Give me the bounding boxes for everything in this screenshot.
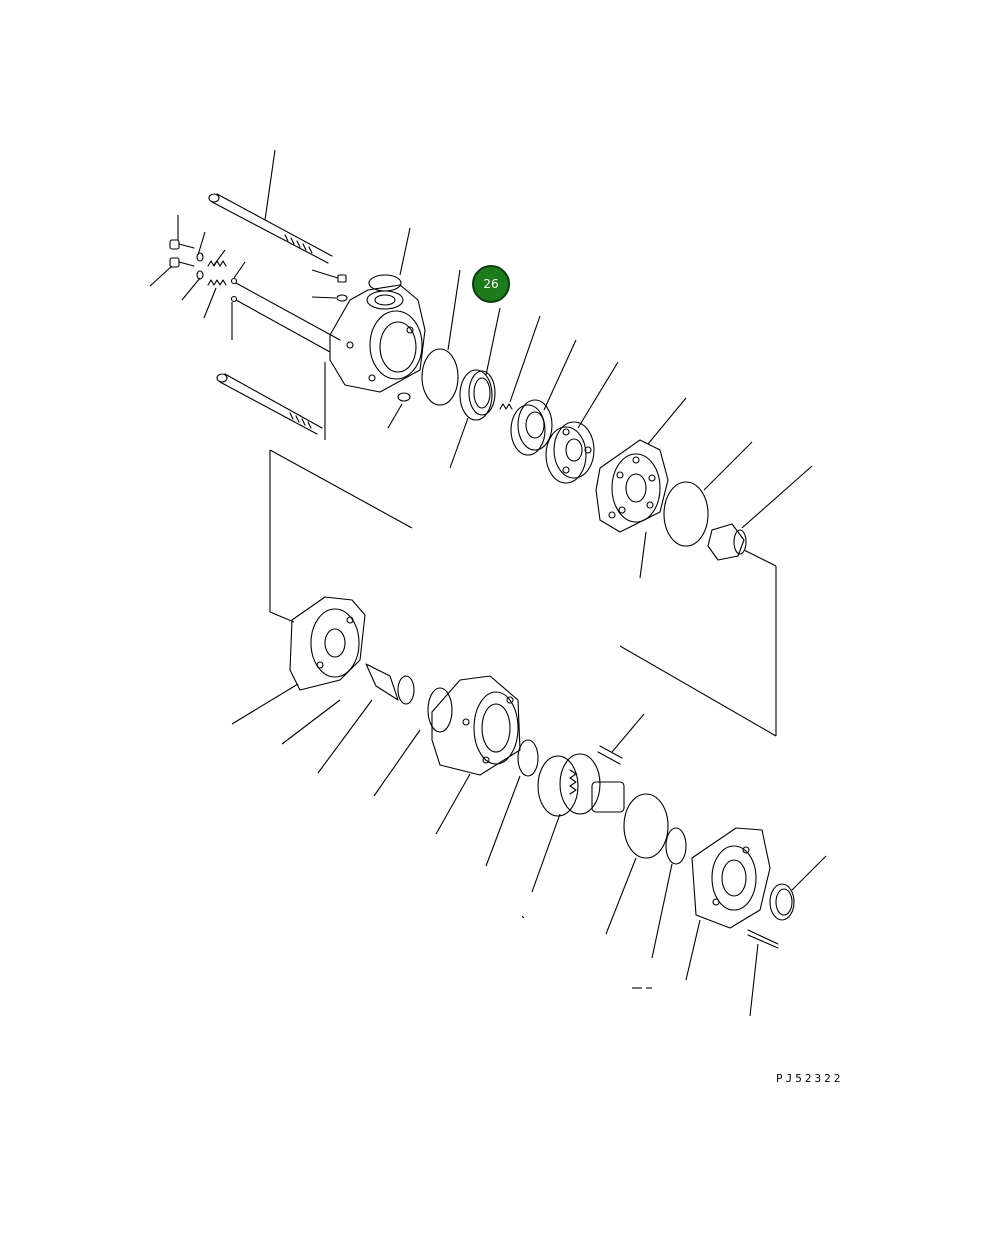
rotor [545,421,595,484]
o-ring-lower [427,687,453,733]
rear-cover [691,827,771,929]
callout-part-26[interactable]: 26 [472,265,510,303]
port-plate-upper [595,439,669,533]
small-spring [499,403,513,410]
plugs [336,274,411,402]
port-plate-lower [289,596,366,691]
front-housing [329,274,426,393]
gear-housing [431,675,521,776]
oil-seal [769,883,795,921]
bearing [459,369,496,421]
snap-ring-rear [665,827,687,865]
drawing-number: PJ52322 [776,1072,844,1085]
tie-bolt-lower [216,373,323,435]
coupling-upper [707,523,747,561]
tie-bolt-upper [208,193,333,264]
o-ring-upper-right [663,481,709,547]
snap-ring [517,739,539,777]
pinion-shaft-assembly [537,745,625,817]
drive-gear [510,399,553,456]
small-bolts [169,239,341,353]
o-ring-front [421,348,459,406]
o-ring-rear [623,793,669,859]
spline-shaft-lower [365,663,415,705]
leader-lines [149,149,827,1017]
cap-screw-rear [747,929,779,949]
